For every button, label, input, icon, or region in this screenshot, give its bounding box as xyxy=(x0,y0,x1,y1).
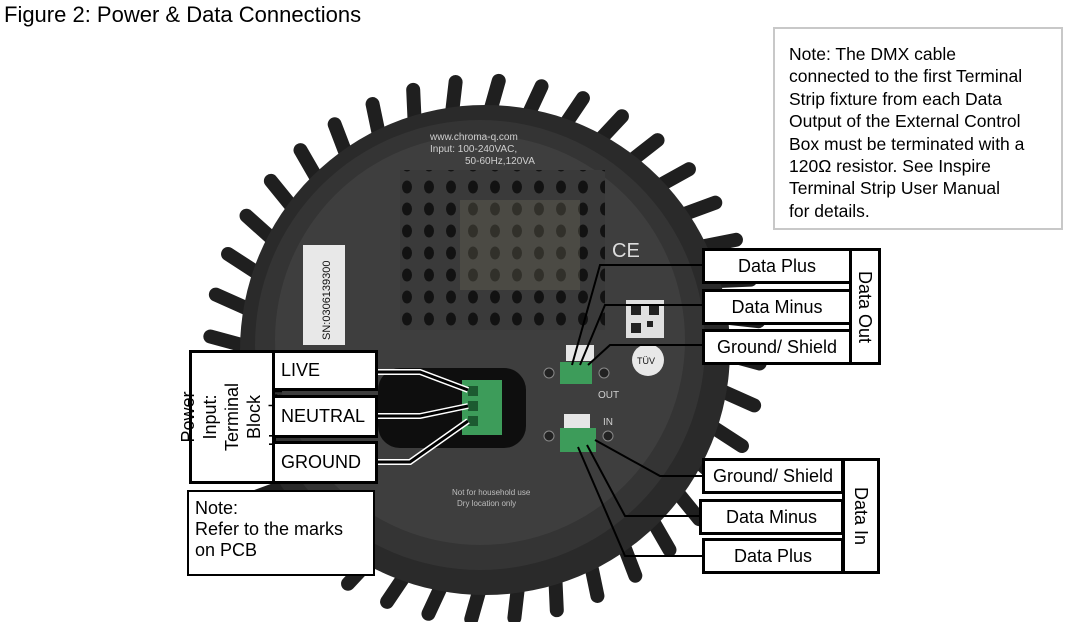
power-input-group-label: Power Input: Terminal Block Header xyxy=(178,350,286,484)
power-input-title: Power Input: Terminal Block Header xyxy=(178,382,286,452)
pcb-marks-note: Note: Refer to the marks on PCB xyxy=(187,490,375,576)
dmx-termination-note: Note: The DMX cable connected to the fir… xyxy=(773,27,1063,230)
data-out-group-label: Data Out xyxy=(849,248,881,365)
data-in-leader-lines xyxy=(577,439,702,557)
vent-holes xyxy=(400,170,605,330)
ce-mark: CE xyxy=(612,240,640,262)
tuv-text: TÜV xyxy=(637,356,655,366)
live-label: LIVE xyxy=(272,350,378,391)
data-out-leader-lines xyxy=(571,264,702,366)
ground-label: GROUND xyxy=(272,441,378,484)
serial-sticker xyxy=(303,245,345,345)
data-in-minus-label: Data Minus xyxy=(699,499,844,535)
fixture-input: Input: 100-240VAC, xyxy=(430,144,517,155)
data-in-title: Data In xyxy=(851,486,872,546)
pcb-glimpse xyxy=(460,200,580,290)
figure-title: Figure 2: Power & Data Connections xyxy=(4,2,362,27)
data-out-label-tag xyxy=(566,345,594,361)
dry-location-text-2: Dry location only xyxy=(457,499,516,508)
neutral-label: NEUTRAL xyxy=(272,395,378,438)
data-out-plus-label: Data Plus xyxy=(702,248,852,284)
out-marking: OUT xyxy=(598,390,619,401)
data-in-group-label: Data In xyxy=(842,458,880,574)
serial-number: SN:0306139300 xyxy=(321,260,333,340)
fixture-website: www.chroma-q.com xyxy=(429,132,518,143)
dry-location-text: Not for household use xyxy=(452,488,531,497)
data-out-connector xyxy=(560,362,592,384)
data-in-label-tag xyxy=(564,414,590,428)
data-out-minus-label: Data Minus xyxy=(702,289,852,325)
data-in-plus-label: Data Plus xyxy=(702,538,844,574)
data-out-ground-label: Ground/ Shield xyxy=(702,329,852,365)
data-in-ground-label: Ground/ Shield xyxy=(702,458,844,494)
tuv-badge xyxy=(632,344,664,376)
data-out-title: Data Out xyxy=(855,270,876,343)
power-leader-lines xyxy=(377,369,470,465)
fixture-rating: 50-60Hz,120VA xyxy=(465,156,535,167)
in-marking: IN xyxy=(603,417,613,428)
